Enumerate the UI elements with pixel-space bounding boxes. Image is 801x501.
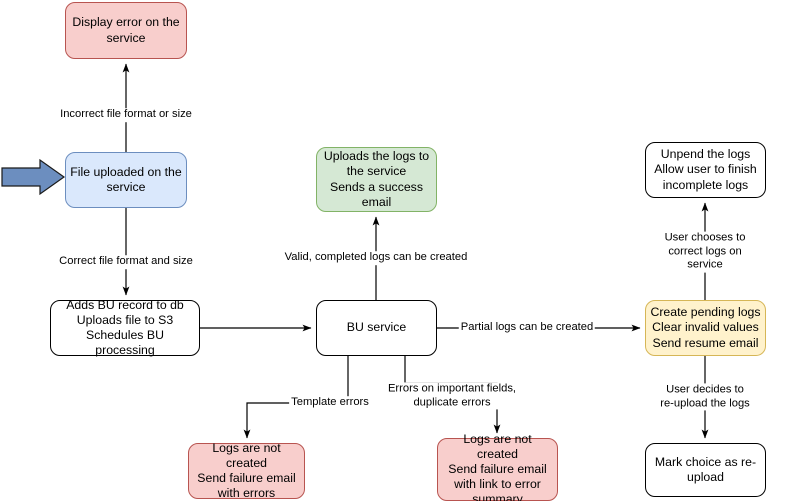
node-unpend-logs[interactable]: Unpend the logs Allow user to finish inc… [645,142,766,198]
edge-label-incorrect-file-format: Incorrect file format or size [58,108,194,122]
node-logs-not-created-errors[interactable]: Logs are not created Send failure email … [188,441,305,500]
edge-label-user-reupload: User decides to re-upload the logs [657,383,753,411]
node-logs-not-created-summary[interactable]: Logs are not created Send failure email … [437,432,558,501]
edge-label-valid-completed-logs: Valid, completed logs can be created [282,251,470,265]
edge-label-partial-logs: Partial logs can be created [458,321,596,335]
node-adds-bu-record[interactable]: Adds BU record to db Uploads file to S3 … [50,298,200,357]
node-bu-service[interactable]: BU service [316,300,437,356]
edge-label-user-chooses-correct: User chooses to correct logs on service [657,231,753,273]
edge-label-errors-important-fields: Errors on important fields, duplicate er… [385,382,519,410]
node-display-error[interactable]: Display error on the service [65,2,187,59]
node-uploads-logs-success[interactable]: Uploads the logs to the service Sends a … [316,147,437,212]
node-create-pending-logs[interactable]: Create pending logs Clear invalid values… [645,300,766,356]
edge-label-template-errors: Template errors [289,396,371,410]
node-mark-choice-reupload[interactable]: Mark choice as re- upload [645,443,766,497]
edge-label-correct-file-format: Correct file format and size [57,255,195,269]
external-input-arrow [1,158,66,196]
node-file-uploaded-on-service[interactable]: File uploaded on the service [65,152,187,208]
